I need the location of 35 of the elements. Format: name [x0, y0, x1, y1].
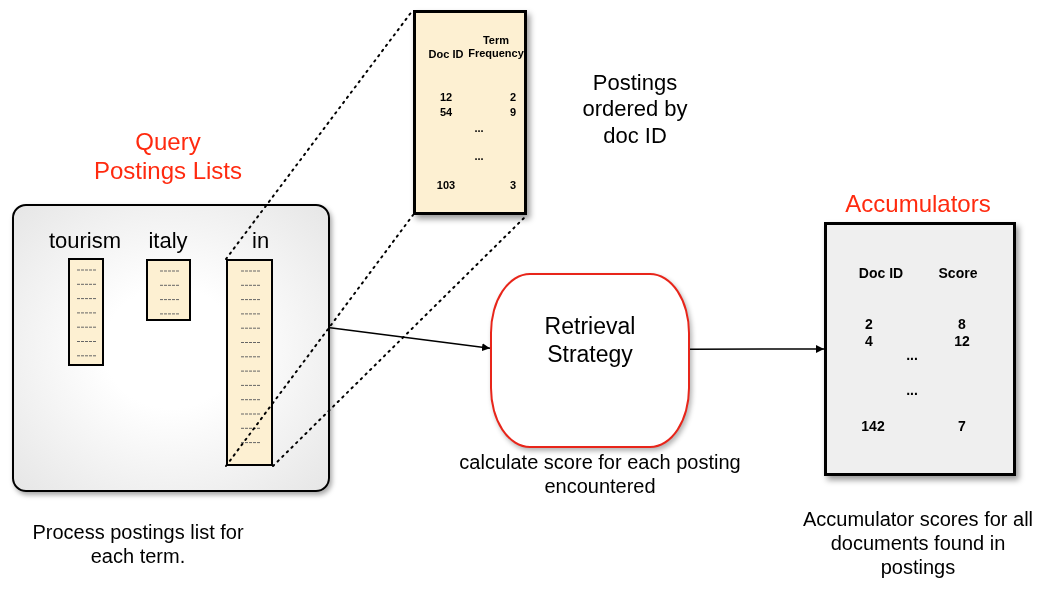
arrow	[329, 327, 491, 352]
cell-value: ...	[905, 382, 919, 399]
cell-value: 9	[508, 106, 518, 120]
term-label: italy	[147, 228, 189, 255]
card-heading: Accumulators	[844, 190, 992, 219]
caption-text: Process postings list for each term.	[31, 520, 245, 568]
cell-value: 12	[438, 91, 454, 105]
term-label: in	[252, 228, 271, 255]
dotted-line	[225, 214, 414, 467]
column-header: Score	[937, 265, 979, 282]
cell-value: ...	[473, 150, 485, 164]
cell-value: 4	[864, 333, 874, 350]
cell-value: 54	[438, 106, 454, 120]
caption-text: Postings ordered by doc ID	[581, 70, 689, 150]
process-label: Retrieval Strategy	[543, 313, 637, 369]
column-header: Doc ID	[857, 265, 905, 282]
cell-value: 12	[953, 333, 971, 350]
term-label: tourism	[47, 228, 123, 255]
cell-value: ...	[905, 347, 919, 364]
dotted-line	[225, 9, 414, 260]
cell-value: 142	[860, 418, 886, 435]
cell-value: ...	[473, 122, 485, 136]
cell-value: 2	[508, 91, 518, 105]
cell-value: 103	[435, 179, 457, 193]
cell-value: 3	[508, 179, 518, 193]
dotted-line	[272, 214, 528, 467]
column-header: Term Frequency	[467, 34, 525, 61]
cell-value: 8	[957, 316, 967, 333]
cell-value: 7	[957, 418, 967, 435]
column-header: Doc ID	[427, 48, 465, 62]
cell-value: 2	[864, 316, 874, 333]
panel-heading: Query Postings Lists	[92, 128, 244, 186]
arrow	[689, 345, 825, 353]
caption-text: calculate score for each posting encountered	[458, 450, 742, 498]
caption-text: Accumulator scores for all documents found in postings	[801, 507, 1035, 579]
